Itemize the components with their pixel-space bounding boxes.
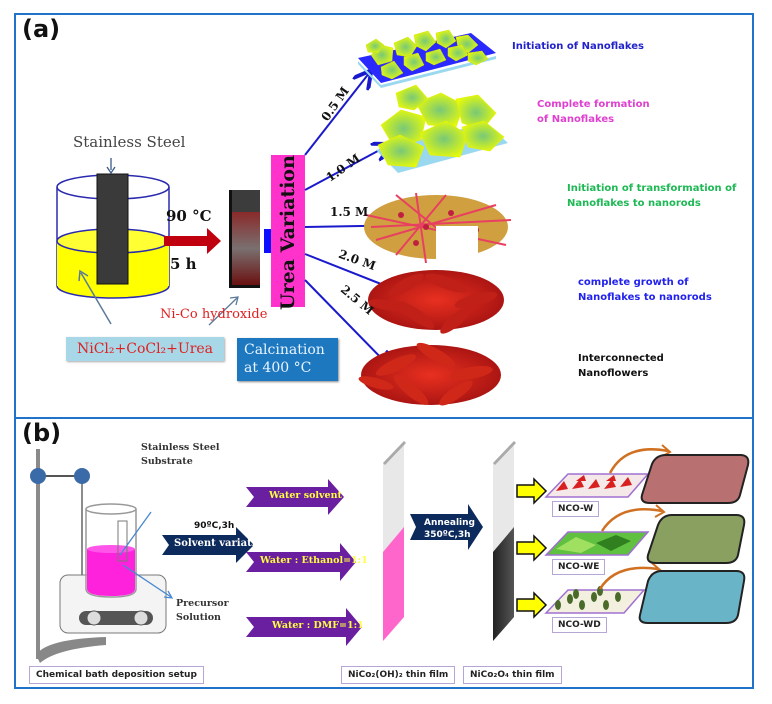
setup-caption: Chemical bath deposition setup xyxy=(29,666,204,684)
deposition-condition: 90ºC,3h xyxy=(194,521,235,531)
sample-label: NCO-W xyxy=(552,501,600,517)
stage-line: Complete formation xyxy=(537,99,650,110)
solvent-arrow xyxy=(246,608,362,646)
solvent-arrow xyxy=(246,543,356,581)
stage-line: Initiation of Nanoflakes xyxy=(512,41,644,52)
pointer-line xyxy=(80,272,112,325)
annealing-line: Annealing xyxy=(424,518,475,528)
stage-line: Initiation of transformation of xyxy=(567,183,737,194)
annealing-label: Annealing 350ºC,3h xyxy=(424,517,475,541)
sample-label: NCO-WE xyxy=(552,559,606,575)
calcination-line2: at 400 °C xyxy=(244,360,312,376)
reaction-time: 5 h xyxy=(170,255,197,273)
stage-description: Initiation of transformation of Nanoflak… xyxy=(567,181,736,211)
heat-arrow-icon xyxy=(164,228,221,254)
calcination-line1: Calcination xyxy=(244,342,325,358)
stage-line: Interconnected xyxy=(578,353,664,364)
stage-line: complete growth of xyxy=(578,277,689,288)
beaker-icon xyxy=(56,173,170,299)
hydroxide-film-icon xyxy=(383,441,406,641)
substrate-label-line: Substrate xyxy=(141,456,193,467)
solvent-label: Water : DMF=1:1 xyxy=(272,620,364,631)
sample-ncow-image xyxy=(544,473,650,498)
stage-description: complete growth of Nanoflakes to nanorod… xyxy=(578,275,712,305)
calcination-box: Calcination at 400 °C xyxy=(237,338,338,381)
hydroxide-film-caption: NiCo₂(OH)₂ thin film xyxy=(341,666,456,684)
oxide-film-icon xyxy=(493,441,516,641)
solvent-variation-label: Solvent variation xyxy=(174,538,270,549)
urea-variation-label: Urea Variation xyxy=(277,155,299,310)
stage-line: Nanoflowers xyxy=(578,368,649,379)
stage-description: Initiation of Nanoflakes xyxy=(512,39,644,54)
substrate-label-line: Stainless Steel xyxy=(141,442,220,453)
nanoflower-image xyxy=(358,342,501,406)
pointer-arrows xyxy=(516,477,548,619)
oxide-film-caption: NiCo₂O₄ thin film xyxy=(463,666,562,684)
curved-arrows xyxy=(598,444,672,590)
nanorod-initiation-image xyxy=(364,192,512,281)
sem-image-ncowe xyxy=(646,514,746,564)
precursor-label-line: Precursor xyxy=(176,598,229,609)
beaker-icon xyxy=(85,503,137,598)
stage-description: Interconnected Nanoflowers xyxy=(578,351,664,381)
sample-label: NCO-WD xyxy=(552,617,607,633)
nanorod-complete-image xyxy=(368,270,504,334)
stage-description: Complete formation of Nanoflakes xyxy=(537,97,650,127)
nanoflake-initiation-image xyxy=(358,29,496,88)
hydroxide-tube-icon xyxy=(229,190,260,288)
panel-b: (b) xyxy=(14,417,754,689)
annealing-arrow xyxy=(410,504,483,550)
precursor-label: NiCl₂+CoCl₂+Urea xyxy=(66,337,224,361)
stage-line: of Nanoflakes xyxy=(537,114,615,125)
panel-a-graphics xyxy=(56,29,512,406)
urea-variation-box xyxy=(271,155,305,307)
sem-image-ncow xyxy=(640,454,750,504)
solvent-label: Water : Ethanol=1:1 xyxy=(260,555,368,566)
solvent-variation-arrow xyxy=(162,527,254,563)
sample-ncowd-image xyxy=(544,586,646,614)
reaction-temperature: 90 °C xyxy=(166,207,212,225)
lab-stand-icon xyxy=(30,449,106,663)
panel-a-label: (a) xyxy=(22,15,61,43)
panel-b-label: (b) xyxy=(22,419,62,447)
stage-line: Nanoflakes to nanorods xyxy=(567,198,701,209)
sem-image-ncowd xyxy=(638,570,746,624)
sample-ncowe-image xyxy=(544,531,650,556)
solvent-arrow xyxy=(246,479,344,515)
solvent-label: Water solvent xyxy=(269,490,342,501)
stage-line: Nanoflakes to nanorods xyxy=(578,292,712,303)
precursor-solution-label: Precursor Solution xyxy=(176,597,229,625)
panel-a: (a) xyxy=(14,13,754,419)
precursor-label-line: Solution xyxy=(176,612,221,623)
panel-b-graphics xyxy=(30,441,750,663)
nanoflake-complete-image xyxy=(376,84,508,173)
stainless-steel-label: Stainless Steel xyxy=(73,133,186,151)
concentration-label: 1.5 M xyxy=(330,205,369,219)
substrate-label: Stainless Steel Substrate xyxy=(141,441,220,469)
hydroxide-label: Ni-Co hydroxide xyxy=(160,307,268,322)
annealing-line: 350ºC,3h xyxy=(424,530,471,540)
